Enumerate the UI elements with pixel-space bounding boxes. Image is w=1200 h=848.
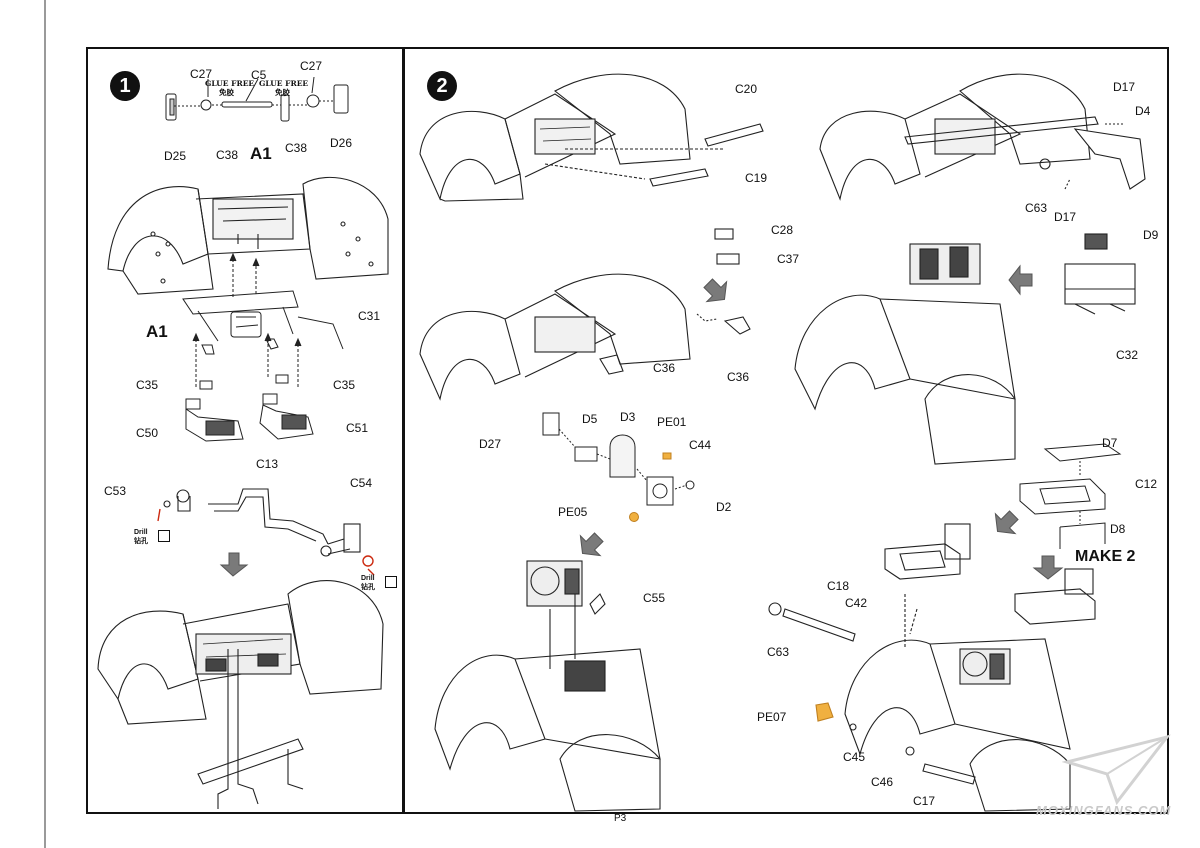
label-c46: C46	[871, 775, 894, 789]
label-c55: C55	[643, 591, 666, 605]
drill-icon-1	[158, 530, 170, 542]
label-d26: D26	[330, 136, 353, 150]
label-c35-left: C35	[136, 378, 159, 392]
down-arrow-1	[219, 552, 249, 577]
label-c38-right: C38	[285, 141, 308, 155]
chassis-c19-c20	[419, 73, 764, 202]
label-pe01: PE01	[657, 415, 687, 429]
label-glue-free-2-cn: 免胶	[275, 88, 290, 97]
label-pe05: PE05	[558, 505, 588, 519]
a1-subassembly-drawing	[165, 76, 349, 122]
page-number: P3	[614, 813, 627, 824]
step-1-panel: 1 C27 C5 C27 GLUE FREE 免胶 GLUE FREE 免胶 D…	[86, 47, 404, 814]
label-drill-2-cn: 钻孔	[361, 584, 375, 591]
label-c27-right: C27	[300, 59, 323, 73]
label-c35-right: C35	[333, 378, 356, 392]
label-c12: C12	[1135, 477, 1158, 491]
step-2-drawing	[419, 73, 1146, 812]
scan-edge-line	[44, 0, 46, 848]
label-d17-bottom: D17	[1054, 210, 1077, 224]
paper-plane-logo-icon	[1062, 734, 1171, 806]
label-glue-free-1: GLUE FREE	[205, 79, 255, 88]
frame-parts	[182, 252, 344, 389]
drill-icon-2	[385, 576, 397, 588]
label-pe07: PE07	[757, 710, 787, 724]
label-c36-right: C36	[727, 370, 750, 384]
label-c53: C53	[104, 484, 127, 498]
label-drill-1-cn: 钻孔	[134, 538, 148, 545]
label-c31: C31	[358, 309, 381, 323]
step-number-2: 2	[427, 71, 457, 101]
label-c17: C17	[913, 794, 936, 808]
label-c13: C13	[256, 457, 279, 471]
label-d3: D3	[620, 410, 636, 424]
cradle-parts-d7-c12-d8	[1019, 443, 1122, 549]
label-drill-1: Drill	[134, 529, 148, 536]
label-c50: C50	[136, 426, 159, 440]
label-c19: C19	[745, 171, 768, 185]
label-c36-left: C36	[653, 361, 676, 375]
label-c5: C5	[251, 68, 267, 82]
chassis-d4-d17	[819, 73, 1146, 201]
label-d27: D27	[479, 437, 502, 451]
label-d8: D8	[1110, 522, 1126, 536]
exhaust-pipe-parts	[157, 488, 375, 576]
label-c45: C45	[843, 750, 866, 764]
label-drill-2: Drill	[361, 575, 375, 582]
label-c54: C54	[350, 476, 373, 490]
chassis-c36	[419, 228, 751, 401]
label-c38-left: C38	[216, 148, 239, 162]
chassis-engine-bottom	[434, 560, 661, 812]
label-d2: D2	[716, 500, 732, 514]
step-1-drawing	[97, 76, 389, 809]
label-glue-free-1-cn: 免胶	[219, 88, 234, 97]
label-make-2: MAKE 2	[1075, 548, 1136, 565]
label-c44: C44	[689, 438, 712, 452]
engine-parts-d2-d3	[542, 412, 695, 522]
label-d7: D7	[1102, 436, 1118, 450]
chassis-d9-c32	[794, 233, 1136, 465]
step-number-1: 1	[110, 71, 140, 101]
watermark-text: MOXINGFANS.COM	[1036, 803, 1172, 818]
label-d25: D25	[164, 149, 187, 163]
step-2-panel: 2 C20 C19 D17 D4 C63 D17 C28 C37 D9 C36 …	[403, 47, 1169, 814]
label-c27-left: C27	[190, 67, 213, 81]
label-a1-top: A1	[250, 144, 272, 163]
label-glue-free-2: GLUE FREE	[259, 79, 309, 88]
label-c63-bottom: C63	[767, 645, 790, 659]
label-d5: D5	[582, 412, 598, 426]
label-d17-top: D17	[1113, 80, 1136, 94]
label-c18: C18	[827, 579, 850, 593]
label-c42: C42	[845, 596, 868, 610]
chassis-final-bottom	[768, 523, 1096, 812]
label-d4: D4	[1135, 104, 1151, 118]
label-c37: C37	[777, 252, 800, 266]
suspension-parts	[185, 374, 314, 442]
chassis-assembled-bottom	[97, 580, 384, 809]
label-c63-top: C63	[1025, 201, 1048, 215]
label-d9: D9	[1143, 228, 1159, 242]
label-c20: C20	[735, 82, 758, 96]
label-c32: C32	[1116, 348, 1139, 362]
label-a1-mid: A1	[146, 322, 168, 341]
label-c28: C28	[771, 223, 794, 237]
chassis-fenders-top	[107, 176, 389, 295]
label-c51: C51	[346, 421, 369, 435]
